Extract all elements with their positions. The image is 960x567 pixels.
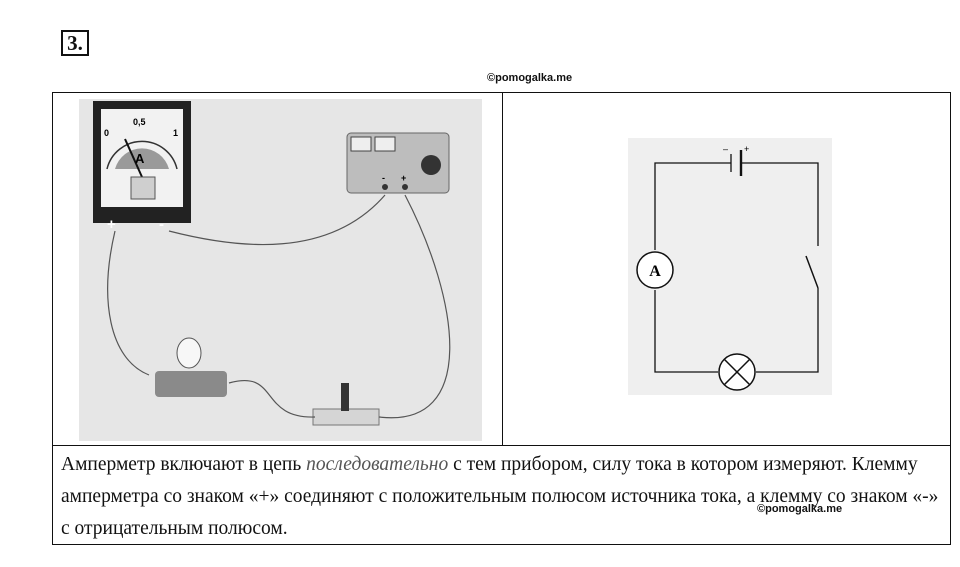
schematic-ammeter-letter: A [649, 263, 661, 280]
power-supply-meter-left [350, 136, 372, 152]
row-divider [53, 445, 950, 446]
task-number: 3. [61, 30, 89, 56]
power-supply-terminal-minus [382, 184, 388, 190]
explanation-part1: Амперметр включают в цепь [61, 454, 307, 475]
circuit-schematic-drawing: – + A [636, 144, 819, 391]
wire-lamp-switch [228, 380, 316, 418]
explanation-emphasis: последовательно [306, 454, 449, 475]
ammeter-letter: A [135, 151, 145, 166]
power-supply-knob [421, 155, 441, 175]
power-supply-meter-right [374, 136, 396, 152]
power-supply-body [346, 132, 450, 194]
power-supply-plus-label: + [401, 173, 406, 183]
schematic-wire-bottom-left [654, 290, 718, 373]
wire-ammeter-lamp [107, 230, 150, 376]
ammeter-scale-shade [115, 148, 169, 169]
explanation-part2: с тем прибором, силу тока в котором изме… [61, 454, 939, 539]
circuit-photo: 0 0,5 1 A + - - + [79, 99, 482, 441]
ammeter-tick-0: 0 [104, 128, 109, 138]
ammeter-knob [130, 176, 156, 200]
ammeter-minus-sign: - [159, 216, 164, 233]
lamp-base [155, 371, 227, 397]
schematic-switch-blade [805, 255, 819, 289]
circuit-photo-drawing: 0 0,5 1 A + - - + [93, 101, 451, 426]
switch-base [312, 408, 380, 426]
schematic-wire-top-left [654, 162, 731, 250]
ammeter-tick-1: 1 [173, 128, 178, 138]
switch-lever [341, 383, 349, 411]
ammeter-needle [124, 138, 143, 178]
ammeter-tick-half: 0,5 [133, 117, 146, 127]
battery-plus-label: + [744, 144, 749, 154]
ammeter-plus-sign: + [107, 216, 116, 233]
circuit-schematic: – + A [628, 138, 832, 395]
wire-supply-switch [378, 194, 451, 419]
wire-ammeter-supply [168, 194, 386, 246]
lamp-bulb [176, 337, 202, 369]
explanation-text: Амперметр включают в цепь последовательн… [61, 449, 941, 545]
power-supply-minus-label: - [382, 173, 385, 183]
schematic-lamp-cross-2 [723, 358, 751, 386]
schematic-wire-top-right [741, 162, 819, 246]
battery-minus-label: – [723, 144, 728, 154]
watermark-top: ©pomogalka.me [487, 72, 573, 84]
power-supply-terminal-plus [402, 184, 408, 190]
column-divider [502, 93, 503, 445]
schematic-wire-bottom-right [756, 288, 819, 373]
watermark-bottom: ©pomogalka.me [757, 503, 843, 515]
ammeter-scale-arc [106, 140, 178, 170]
schematic-ammeter-circle [636, 251, 674, 289]
task-frame: 0 0,5 1 A + - - + [52, 92, 951, 545]
